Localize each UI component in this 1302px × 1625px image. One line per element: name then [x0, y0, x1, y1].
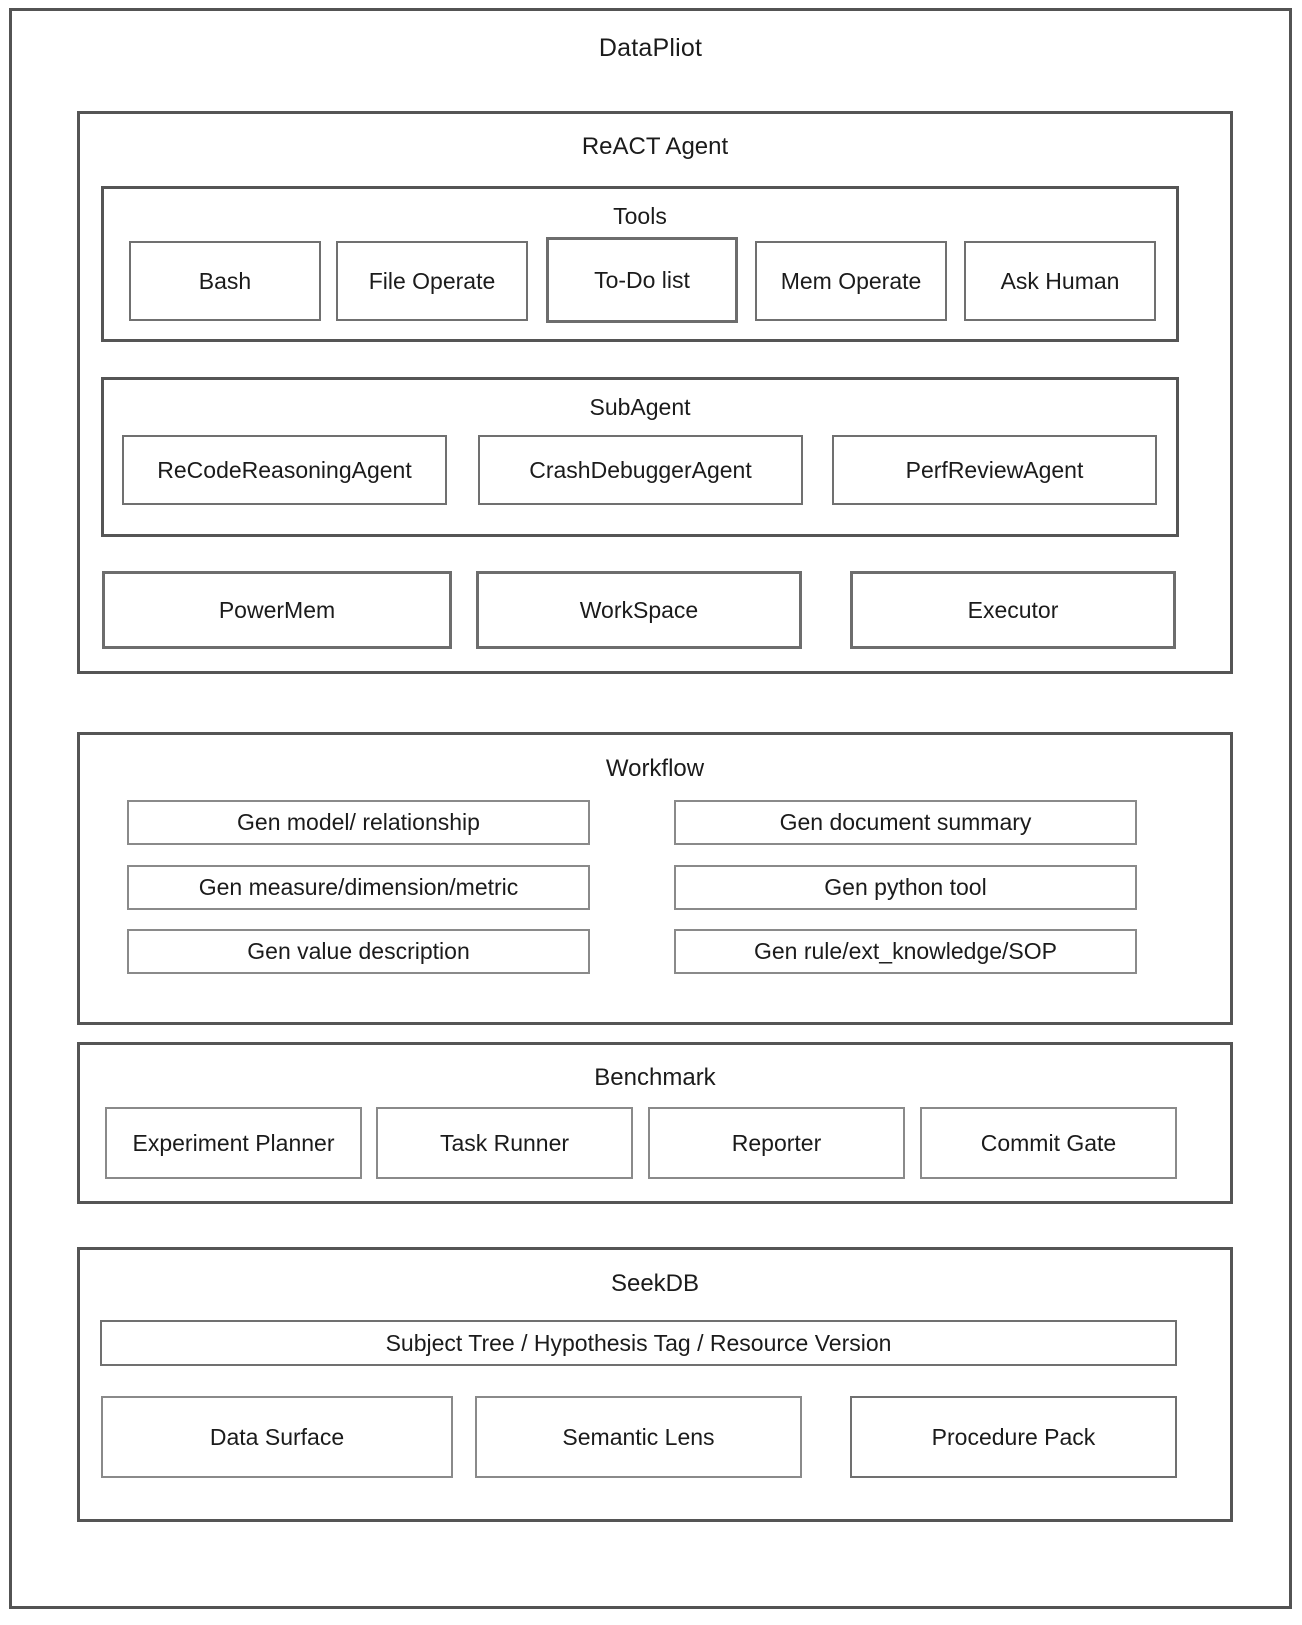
- runtime-label-executor: Executor: [967, 596, 1059, 623]
- workflow-box-gen-measure-dimension-metric[interactable]: Gen measure/dimension/metric: [127, 865, 590, 910]
- section-react-agent: ReACT Agent Tools Bash File Operate To-D…: [77, 111, 1233, 674]
- benchmark-label-commit-gate: Commit Gate: [980, 1129, 1117, 1156]
- section-benchmark: Benchmark Experiment Planner Task Runner…: [77, 1042, 1233, 1204]
- tool-label-file-operate: File Operate: [368, 267, 496, 294]
- runtime-box-workspace[interactable]: WorkSpace: [476, 571, 802, 649]
- tool-box-ask-human[interactable]: Ask Human: [964, 241, 1156, 321]
- workflow-label-gen-python-tool: Gen python tool: [824, 874, 987, 900]
- section-seekdb: SeekDB Subject Tree / Hypothesis Tag / R…: [77, 1247, 1233, 1522]
- runtime-box-executor[interactable]: Executor: [850, 571, 1176, 649]
- section-title-seekdb: SeekDB: [610, 1270, 700, 1297]
- seekdb-label-data-surface: Data Surface: [209, 1423, 345, 1450]
- benchmark-box-experiment-planner[interactable]: Experiment Planner: [105, 1107, 362, 1179]
- section-title-benchmark: Benchmark: [594, 1064, 716, 1091]
- tool-label-todo-list: To-Do list: [594, 266, 690, 293]
- seekdb-box-semantic-lens[interactable]: Semantic Lens: [475, 1396, 802, 1478]
- seekdb-box-data-surface[interactable]: Data Surface: [101, 1396, 453, 1478]
- workflow-label-gen-value-description: Gen value description: [247, 938, 470, 964]
- group-tools: Tools Bash File Operate To-Do list Mem O…: [101, 186, 1179, 342]
- workflow-label-gen-rule-ext-knowledge-sop: Gen rule/ext_knowledge/SOP: [753, 938, 1057, 964]
- benchmark-label-reporter: Reporter: [731, 1129, 822, 1156]
- seekdb-box-procedure-pack[interactable]: Procedure Pack: [850, 1396, 1177, 1478]
- tool-label-ask-human: Ask Human: [1000, 267, 1120, 294]
- subagent-label-recode-reasoning: ReCodeReasoningAgent: [157, 456, 412, 483]
- subagent-label-perf-review: PerfReviewAgent: [905, 456, 1084, 483]
- benchmark-box-commit-gate[interactable]: Commit Gate: [920, 1107, 1177, 1179]
- tool-box-bash[interactable]: Bash: [129, 241, 321, 321]
- benchmark-box-task-runner[interactable]: Task Runner: [376, 1107, 633, 1179]
- seekdb-label-semantic-lens: Semantic Lens: [562, 1423, 715, 1450]
- subagent-box-perf-review[interactable]: PerfReviewAgent: [832, 435, 1157, 505]
- subagent-box-recode-reasoning[interactable]: ReCodeReasoningAgent: [122, 435, 447, 505]
- section-title-react-agent: ReACT Agent: [581, 133, 729, 160]
- tool-label-mem-operate: Mem Operate: [780, 267, 922, 294]
- workflow-box-gen-rule-ext-knowledge-sop[interactable]: Gen rule/ext_knowledge/SOP: [674, 929, 1137, 974]
- benchmark-label-experiment-planner: Experiment Planner: [132, 1129, 335, 1156]
- runtime-label-powermem: PowerMem: [218, 596, 336, 623]
- dataPliot-root-frame: DataPliot ReACT Agent Tools Bash File Op…: [9, 8, 1292, 1609]
- workflow-box-gen-model-relationship[interactable]: Gen model/ relationship: [127, 800, 590, 845]
- seekdb-banner-subject-tree[interactable]: Subject Tree / Hypothesis Tag / Resource…: [100, 1320, 1177, 1366]
- workflow-label-gen-model-relationship: Gen model/ relationship: [237, 809, 480, 835]
- section-workflow: Workflow Gen model/ relationship Gen mea…: [77, 732, 1233, 1025]
- group-subagent: SubAgent ReCodeReasoningAgent CrashDebug…: [101, 377, 1179, 537]
- runtime-label-workspace: WorkSpace: [579, 596, 699, 623]
- benchmark-box-reporter[interactable]: Reporter: [648, 1107, 905, 1179]
- group-title-subagent: SubAgent: [589, 394, 691, 420]
- subagent-label-crash-debugger: CrashDebuggerAgent: [529, 456, 752, 483]
- tool-box-mem-operate[interactable]: Mem Operate: [755, 241, 947, 321]
- workflow-box-gen-python-tool[interactable]: Gen python tool: [674, 865, 1137, 910]
- benchmark-label-task-runner: Task Runner: [439, 1129, 570, 1156]
- subagent-box-crash-debugger[interactable]: CrashDebuggerAgent: [478, 435, 803, 505]
- page-title: DataPliot: [598, 34, 703, 62]
- workflow-label-gen-measure-dimension-metric: Gen measure/dimension/metric: [198, 874, 519, 900]
- workflow-box-gen-document-summary[interactable]: Gen document summary: [674, 800, 1137, 845]
- seekdb-label-procedure-pack: Procedure Pack: [931, 1423, 1096, 1450]
- group-title-tools: Tools: [613, 203, 667, 229]
- workflow-label-gen-document-summary: Gen document summary: [779, 809, 1032, 835]
- runtime-box-powermem[interactable]: PowerMem: [102, 571, 452, 649]
- workflow-box-gen-value-description[interactable]: Gen value description: [127, 929, 590, 974]
- tool-label-bash: Bash: [198, 267, 252, 294]
- seekdb-banner-label: Subject Tree / Hypothesis Tag / Resource…: [385, 1329, 892, 1356]
- section-title-workflow: Workflow: [605, 755, 705, 782]
- tool-box-file-operate[interactable]: File Operate: [336, 241, 528, 321]
- tool-box-todo-list[interactable]: To-Do list: [546, 237, 738, 323]
